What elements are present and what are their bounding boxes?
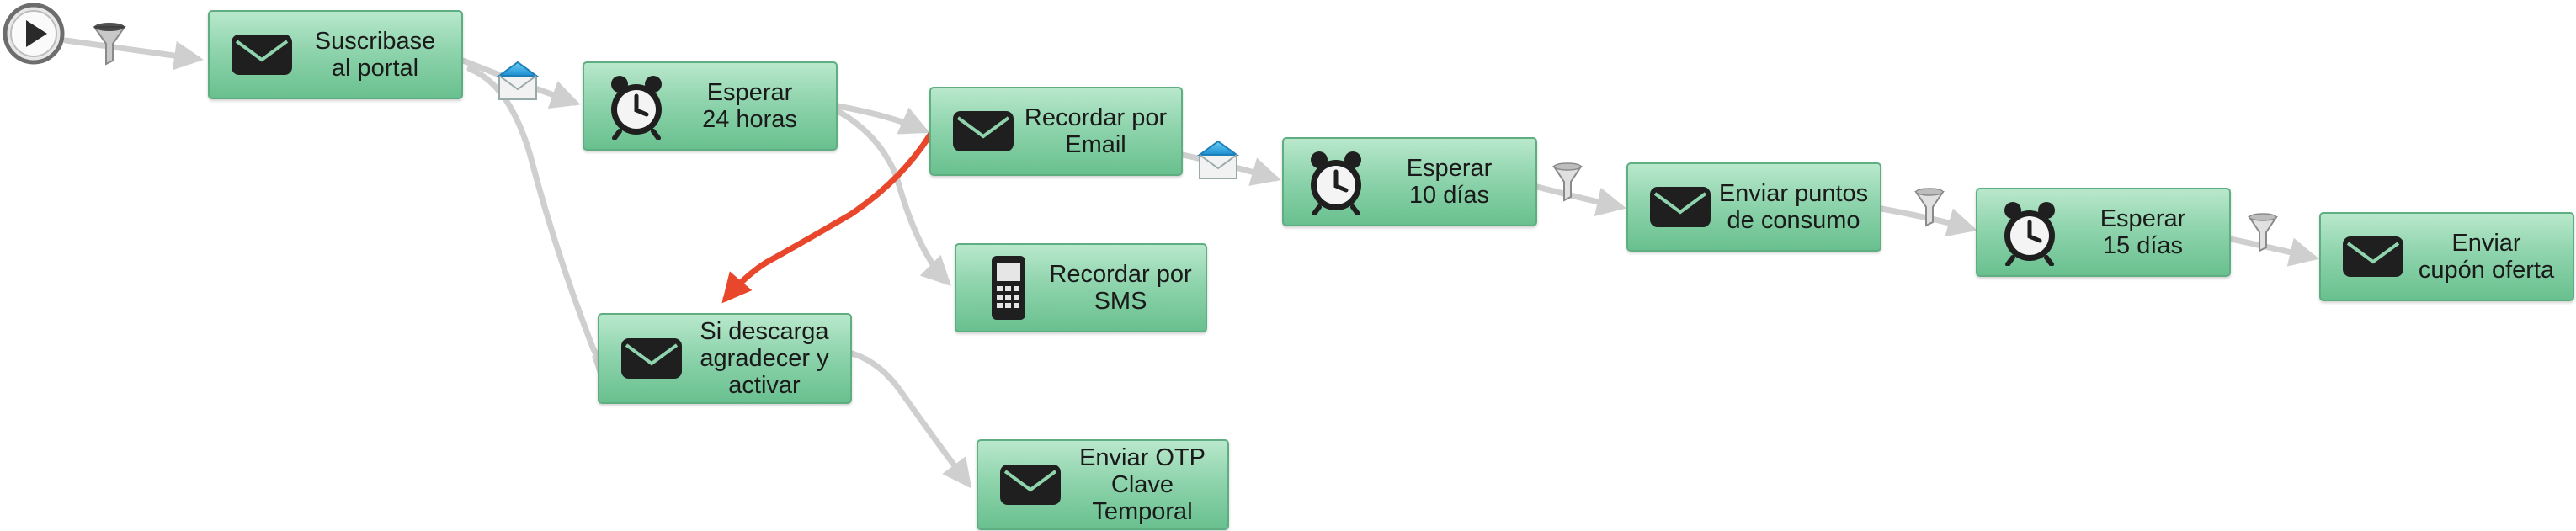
- node-label-line: Suscribase: [314, 28, 436, 55]
- envelope-icon: [1650, 187, 1711, 227]
- connector-subscribe-download[interactable]: [466, 66, 624, 388]
- node-label-line: Esperar: [706, 79, 793, 106]
- connector-remind-email-download-highlight[interactable]: [721, 131, 934, 304]
- alarm-clock-icon: [1311, 151, 1361, 215]
- node-label-line: Email: [1065, 131, 1126, 158]
- node-remind-email[interactable]: Recordar por Email: [929, 87, 1183, 176]
- connector-wait15-send-coupon[interactable]: [2227, 236, 2319, 267]
- node-label: Enviar OTP Clave Temporal: [1064, 441, 1221, 528]
- node-label-line: activar: [728, 372, 801, 399]
- node-label-line: Esperar: [2100, 205, 2186, 232]
- node-download-thank-activate[interactable]: Si descarga agradecer y activar: [598, 313, 852, 404]
- email-open-icon[interactable]: [1196, 140, 1240, 179]
- node-label-line: Recordar por: [1049, 261, 1192, 288]
- node-label: Recordar por SMS: [1042, 245, 1199, 331]
- node-label: Esperar 15 días: [2063, 189, 2222, 275]
- envelope-icon: [2343, 236, 2403, 277]
- node-label: Esperar 24 horas: [670, 63, 829, 149]
- alarm-clock-icon: [2004, 202, 2055, 266]
- envelope-icon: [1000, 465, 1061, 505]
- connector-markers: [93, 23, 2278, 252]
- filter-icon[interactable]: [1914, 188, 1945, 227]
- node-send-points[interactable]: Enviar puntos de consumo: [1626, 162, 1881, 252]
- envelope-icon: [232, 35, 292, 75]
- node-label-line: SMS: [1094, 288, 1147, 315]
- node-label-line: 10 días: [1408, 182, 1490, 209]
- node-label-line: 24 horas: [702, 106, 797, 133]
- alarm-clock-icon: [611, 76, 662, 140]
- node-label-line: Enviar OTP: [1079, 444, 1206, 471]
- filter-icon[interactable]: [2248, 213, 2278, 252]
- envelope-icon: [953, 111, 1014, 151]
- node-label-line: Esperar: [1406, 155, 1493, 182]
- node-wait-15-days[interactable]: Esperar 15 días: [1976, 188, 2231, 277]
- node-subscribe-portal[interactable]: Suscribase al portal: [208, 10, 463, 99]
- node-label-line: Recordar por: [1024, 104, 1168, 131]
- mobile-phone-icon: [992, 256, 1025, 320]
- node-label: Esperar 10 días: [1370, 139, 1529, 225]
- node-label: Si descarga agradecer y activar: [685, 315, 844, 402]
- node-label-line: Clave: [1110, 471, 1174, 498]
- node-label-line: Temporal: [1092, 498, 1193, 525]
- node-label-line: 15 días: [2102, 232, 2184, 259]
- node-label-line: Enviar puntos: [1718, 180, 1869, 207]
- node-wait-24-hours[interactable]: Esperar 24 horas: [583, 61, 838, 151]
- node-send-coupon[interactable]: Enviar cupón oferta: [2319, 212, 2574, 301]
- node-label: Enviar puntos de consumo: [1714, 164, 1873, 250]
- filter-icon[interactable]: [93, 23, 126, 66]
- node-label-line: de consumo: [1727, 207, 1860, 234]
- node-label: Suscribase al portal: [295, 12, 455, 98]
- connector-download-send-otp[interactable]: [849, 350, 972, 489]
- node-label-line: al portal: [331, 55, 419, 82]
- node-remind-sms[interactable]: Recordar por SMS: [955, 243, 1207, 332]
- node-label-line: Enviar: [2451, 230, 2521, 257]
- node-send-otp[interactable]: Enviar OTP Clave Temporal: [977, 439, 1229, 530]
- connector-start-subscribe[interactable]: [62, 37, 204, 71]
- node-wait-10-days[interactable]: Esperar 10 días: [1282, 137, 1537, 226]
- node-label-line: agradecer y: [700, 345, 829, 372]
- email-open-icon[interactable]: [496, 61, 540, 100]
- node-label: Enviar cupón oferta: [2407, 214, 2566, 300]
- start-play-button[interactable]: [2, 2, 66, 66]
- filter-icon[interactable]: [1552, 162, 1583, 202]
- envelope-icon: [621, 338, 682, 379]
- connector-wait10-send-points[interactable]: [1534, 183, 1626, 217]
- node-label-line: cupón oferta: [2418, 257, 2555, 284]
- connector-wait24-remind-email[interactable]: [834, 103, 930, 135]
- play-icon: [3, 3, 65, 65]
- node-label-line: Si descarga: [700, 318, 829, 345]
- node-label: Recordar por Email: [1017, 88, 1174, 174]
